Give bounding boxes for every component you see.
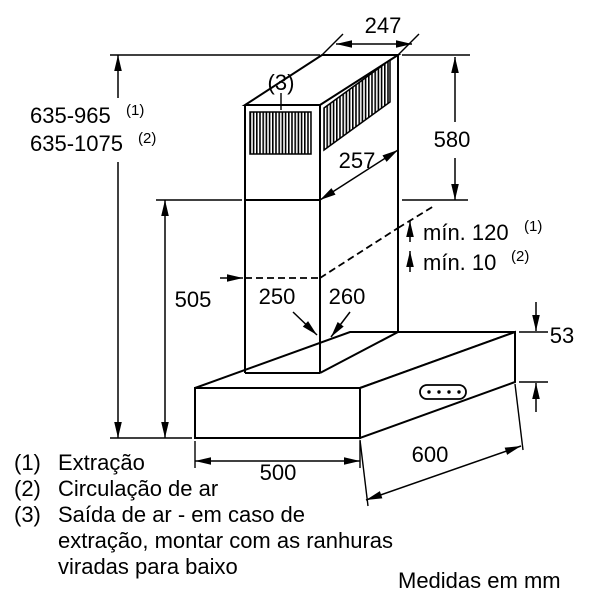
legend-item2-ref: (2) (14, 476, 41, 501)
panel-button-dot (437, 390, 441, 394)
control-panel (419, 384, 467, 400)
air-outlet-slots-front (249, 111, 312, 155)
dimension-lines (114, 40, 540, 501)
dim-260-label: 260 (329, 284, 366, 309)
extension-lines (110, 33, 548, 507)
dim-500-label: 500 (260, 460, 297, 485)
panel-button-dot (427, 390, 431, 394)
legend-block: (1) Extração (2) Circulação de ar (3) Sa… (14, 450, 393, 579)
dim-250-label: 250 (259, 284, 296, 309)
dim-260-leader-arrow (330, 311, 351, 338)
legend-item3-line1: Saída de ar - em caso de (58, 502, 305, 527)
chimney-outline (241, 54, 402, 374)
outlet-ref-label: (3) (268, 70, 295, 95)
legend-item3-line2: extração, montar com as ranhuras (58, 528, 393, 553)
dim-height-min-ref: (1) (126, 102, 144, 119)
dim-257-line (319, 149, 399, 201)
dim-505-label: 505 (175, 287, 212, 312)
dim-height-max-label: 635-1075 (30, 131, 123, 156)
dim-257-label: 257 (339, 148, 376, 173)
dim-53-label: 53 (550, 323, 574, 348)
dim-247-label: 247 (365, 13, 402, 38)
legend-item3-ref: (3) (14, 502, 41, 527)
chimney-base-seam-right (319, 331, 399, 374)
dim-height-min-label: 635-965 (30, 103, 111, 128)
legend-item1-text: Extração (58, 450, 145, 475)
panel-button-dot (447, 390, 451, 394)
min-10-label: mín. 10 (423, 250, 496, 275)
legend-item2-text: Circulação de ar (58, 476, 218, 501)
panel-button-dot (457, 390, 461, 394)
air-outlet-slots-side (323, 58, 391, 152)
hood-body-outline (194, 330, 516, 440)
legend-item1-ref: (1) (14, 450, 41, 475)
dim-580-label: 580 (434, 127, 471, 152)
dim-600-label: 600 (412, 442, 449, 467)
min-120-ref: (1) (524, 218, 542, 235)
telescopic-joint-dashed-line (245, 205, 435, 279)
legend-item3-line3: viradas para baixo (58, 554, 238, 579)
units-note: Medidas em mm (398, 568, 561, 593)
hood-left-face (194, 387, 361, 439)
dim-600-line (365, 445, 522, 501)
dim-height-max-ref: (2) (138, 130, 156, 147)
min-120-label: mín. 120 (423, 220, 509, 245)
min-10-ref: (2) (511, 248, 529, 265)
dim-250-leader-arrow (292, 311, 318, 336)
air-outlet-slots (249, 58, 391, 155)
